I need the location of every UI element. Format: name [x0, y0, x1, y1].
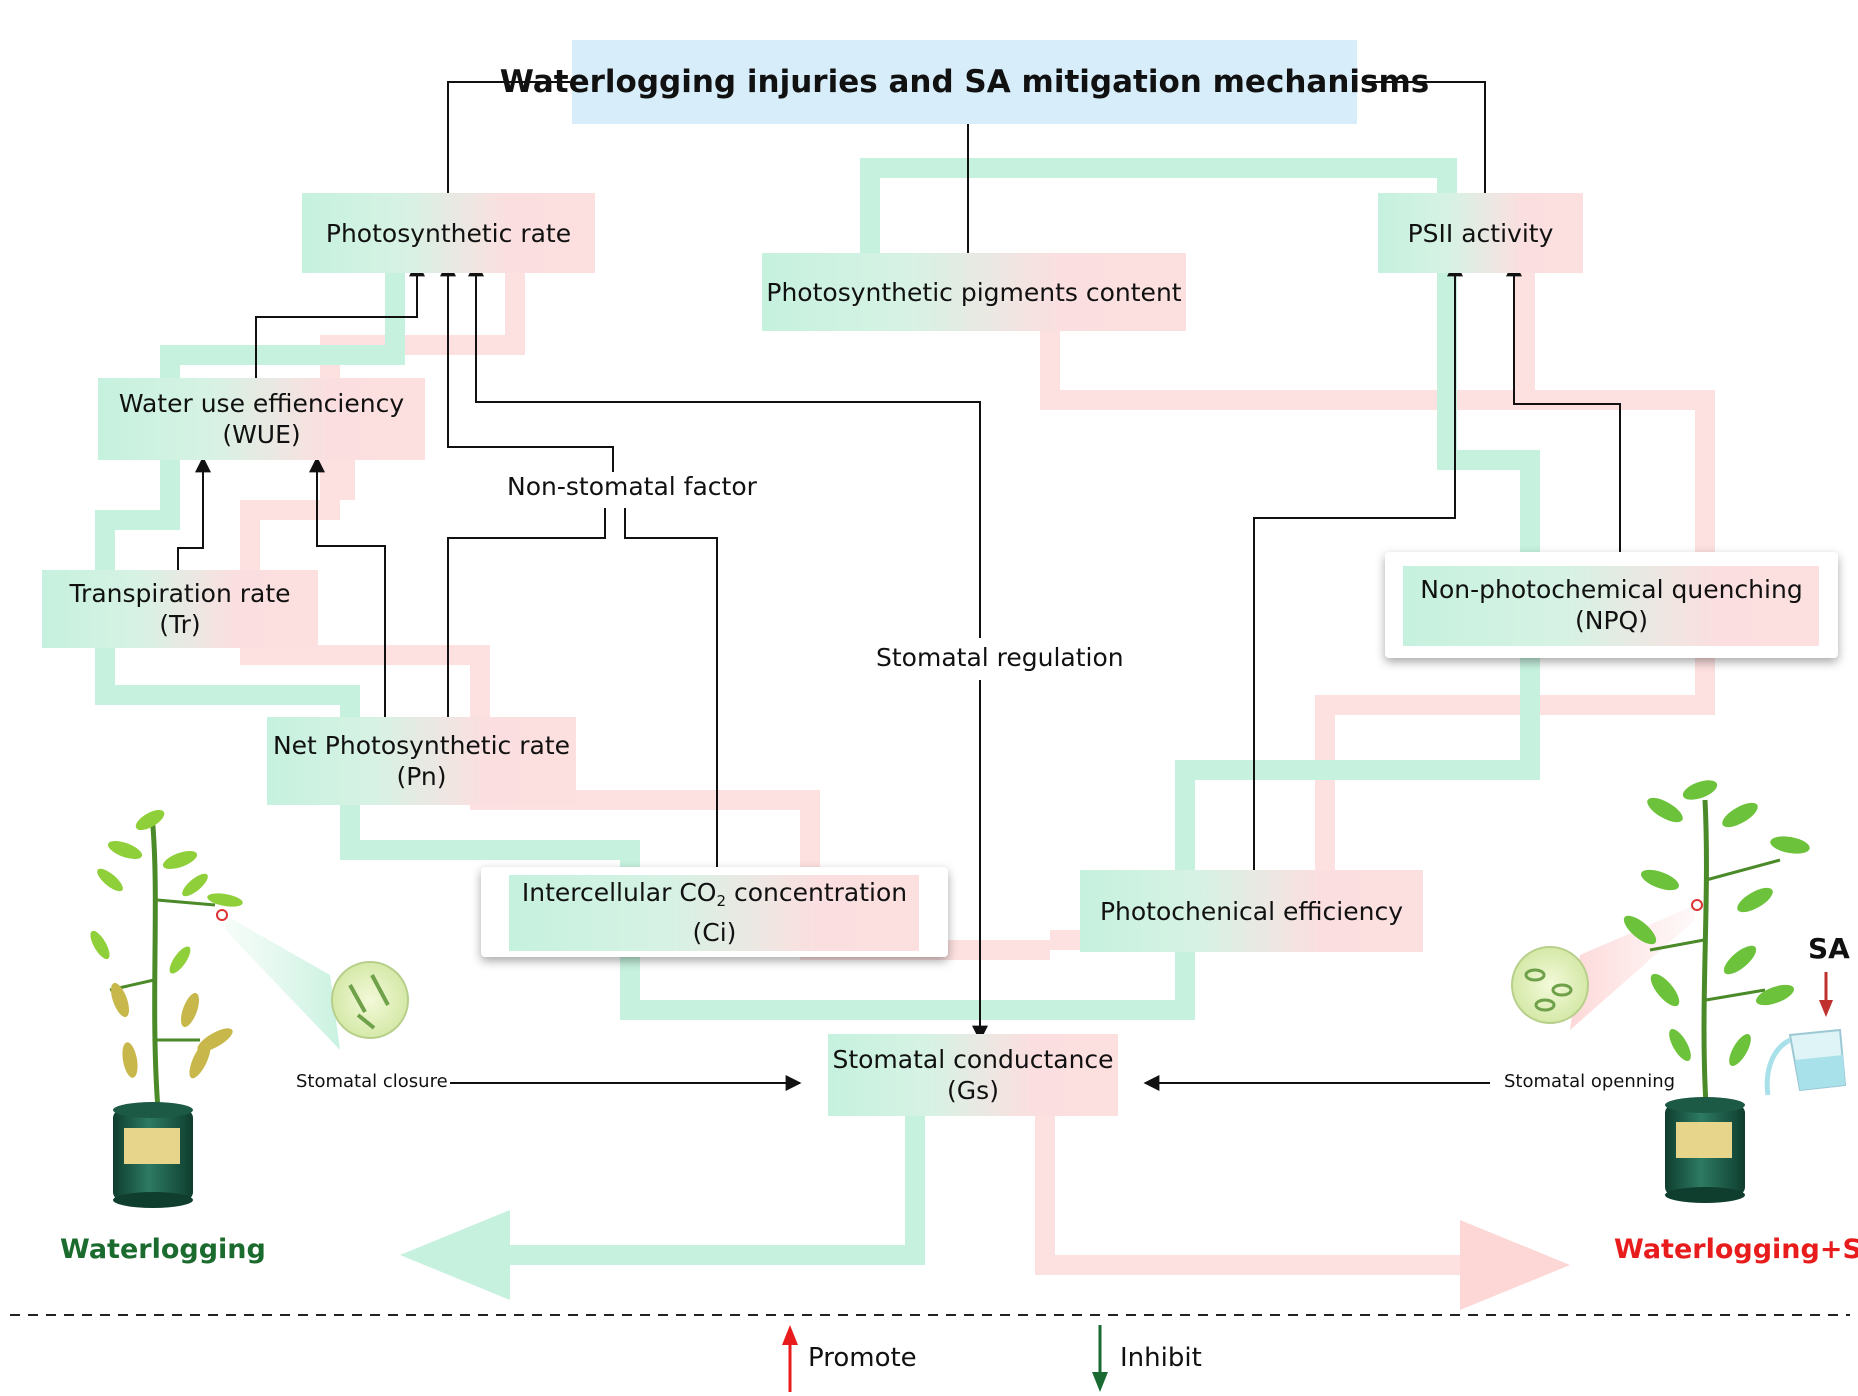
node-label: Water use effienciency	[118, 389, 405, 418]
label-sa: SA	[1808, 932, 1850, 965]
magnifier-beam-left	[225, 915, 340, 1050]
node-abbr: (Gs)	[947, 1076, 999, 1105]
node-npq: Non-photochemical quenching (NPQ)	[1385, 552, 1838, 658]
waterlogging-result-arrowhead	[400, 1210, 510, 1300]
sa-arrow-icon	[1819, 972, 1833, 1017]
label-waterlogging: Waterlogging	[60, 1234, 266, 1265]
legend-promote-label: Promote	[808, 1343, 917, 1373]
label-stomatal-opening: Stomatal openning	[1504, 1071, 1676, 1092]
node-abbr: (NPQ)	[1575, 606, 1648, 635]
node-ci: Intercellular CO2 concentration (Ci)	[481, 867, 948, 957]
node-photochemical: Photochenical efficiency	[1080, 870, 1423, 952]
sa-plant-illustration	[1511, 780, 1847, 1203]
node-gs: Stomatal conductance (Gs)	[828, 1034, 1118, 1116]
sa-result-arrowhead	[1460, 1220, 1570, 1310]
node-label: Photosynthetic pigments content	[766, 277, 1182, 307]
node-label: Transpiration rate	[69, 579, 291, 608]
stomata-open-view	[1511, 946, 1589, 1024]
node-pn: Net Photosynthetic rate (Pn)	[267, 717, 576, 805]
legend-promote-arrow-icon	[782, 1325, 798, 1392]
node-pigments: Photosynthetic pigments content	[762, 253, 1186, 331]
node-npq-fill	[1403, 566, 1819, 646]
node-label: Photochenical efficiency	[1099, 896, 1404, 926]
node-psii: PSII activity	[1378, 193, 1583, 273]
node-label: PSII activity	[1407, 218, 1554, 248]
node-label: Non-photochemical quenching	[1420, 575, 1803, 604]
node-ci-fill	[509, 875, 919, 951]
node-abbr: (WUE)	[222, 420, 301, 449]
node-label: Net Photosynthetic rate	[272, 731, 571, 760]
node-label: Intercellular CO2 concentration	[521, 877, 908, 910]
node-label: Photosynthetic rate	[325, 218, 572, 248]
node-photosynthetic-rate: Photosynthetic rate	[302, 193, 595, 273]
connector-lines	[177, 81, 1621, 1091]
legend-inhibit-arrow-icon	[1092, 1325, 1108, 1392]
node-wue: Water use effienciency (WUE)	[98, 378, 425, 460]
node-abbr: (Pn)	[396, 762, 447, 791]
node-abbr: (Ci)	[692, 917, 737, 947]
sa-beaker-icon	[1764, 1028, 1847, 1096]
stomata-closed-view	[331, 961, 409, 1039]
label-waterlogging-sa: Waterlogging+SA	[1614, 1234, 1858, 1265]
node-tr: Transpiration rate (Tr)	[42, 570, 318, 648]
node-abbr: (Tr)	[159, 610, 201, 639]
magnifier-beam-right	[1570, 905, 1695, 1030]
waterlogging-plant-illustration	[90, 809, 409, 1208]
node-label: Stomatal conductance	[832, 1045, 1114, 1074]
label-stomatal-regulation: Stomatal regulation	[872, 643, 1128, 672]
label-non-stomatal-factor: Non-stomatal factor	[503, 472, 761, 501]
label-stomatal-closure: Stomatal closure	[296, 1071, 448, 1092]
diagram-title: Waterlogging injuries and SA mitigation …	[500, 40, 1429, 124]
legend-inhibit-label: Inhibit	[1120, 1343, 1202, 1373]
